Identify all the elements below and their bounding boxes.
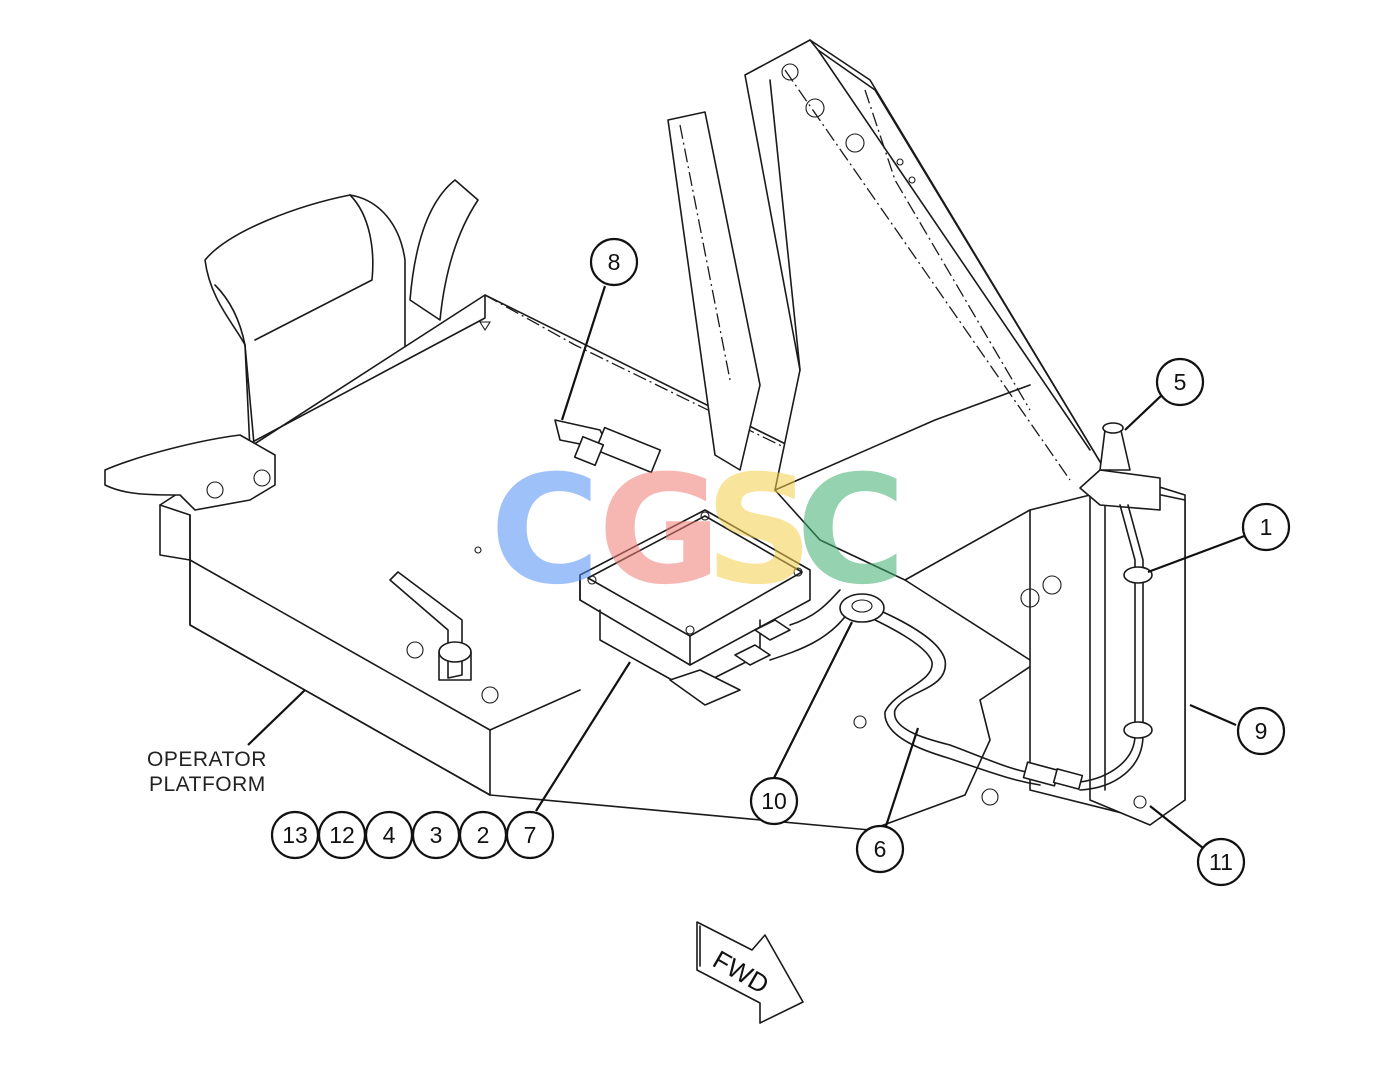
callout-13: 13 (270, 810, 320, 860)
connector-plug (554, 419, 662, 474)
control-module-box (579, 509, 851, 706)
callout-5-label: 5 (1174, 369, 1187, 395)
wiring-harness (854, 599, 1084, 790)
callout-6-label: 6 (874, 836, 887, 862)
frame-tower (744, 39, 1186, 821)
watermark-letter-4: C (796, 444, 906, 618)
callout-7-label: 7 (524, 822, 537, 848)
callout-2-label: 2 (477, 822, 490, 848)
callout-4-label: 4 (383, 822, 396, 848)
watermark-letter-1: C (490, 444, 600, 618)
callout-9-label: 9 (1255, 718, 1268, 744)
watermark-letter-3: S (705, 444, 813, 618)
callout-1-label: 1 (1260, 514, 1273, 540)
watermark: C G S C (490, 444, 906, 618)
callout-4: 4 (364, 810, 414, 860)
callout-9: 9 (1236, 706, 1286, 756)
callout-8-label: 8 (608, 249, 621, 275)
floor-pipe (389, 571, 472, 681)
callout-11-label: 11 (1209, 849, 1233, 875)
callout-12-label: 12 (329, 822, 355, 848)
callout-3: 3 (411, 810, 461, 860)
callout-13-label: 13 (282, 822, 308, 848)
side-panel (1089, 479, 1186, 826)
callout-12: 12 (317, 810, 367, 860)
callout-2: 2 (458, 810, 508, 860)
callout-11: 11 (1196, 837, 1246, 887)
callout-7: 7 (505, 810, 555, 860)
callout-8: 8 (589, 237, 639, 287)
callout-6: 6 (855, 824, 905, 874)
callout-10: 10 (749, 776, 799, 826)
forward-arrow: FWD (696, 921, 804, 1024)
callout-10-label: 10 (761, 788, 787, 814)
callout-3-label: 3 (430, 822, 443, 848)
armrest-handle (104, 434, 276, 511)
leader-lines (247, 285, 1248, 849)
platform-label-line2: PLATFORM (149, 773, 266, 796)
antenna (1079, 422, 1161, 511)
frame-upright (667, 111, 761, 471)
callout-1: 1 (1241, 502, 1291, 552)
grommet (839, 593, 885, 623)
watermark-letter-2: G (598, 444, 721, 618)
callout-5: 5 (1155, 357, 1205, 407)
platform-label-line1: OPERATOR (147, 748, 267, 771)
antenna-cable (1079, 504, 1153, 791)
